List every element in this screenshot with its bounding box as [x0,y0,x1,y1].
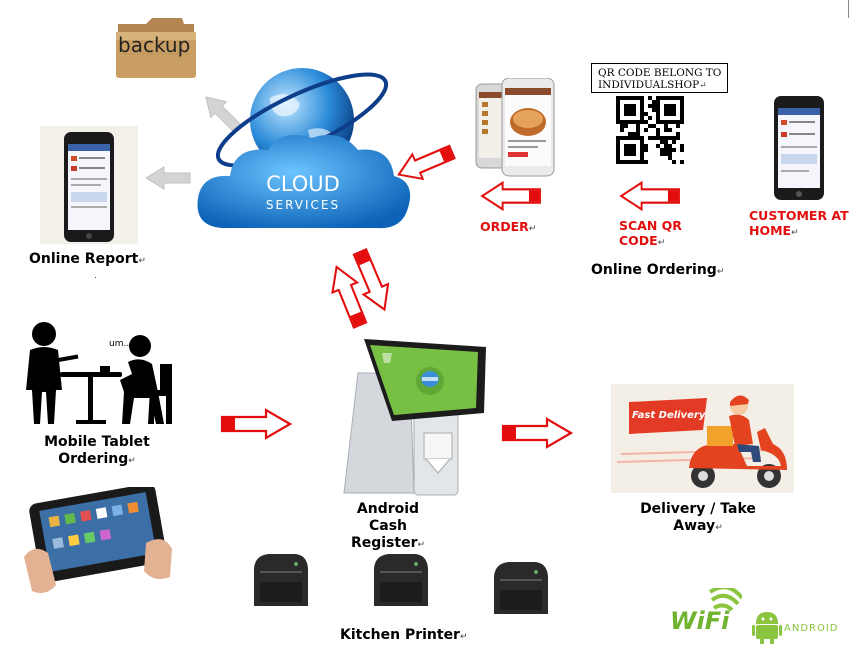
qr-note-box: QR CODE BELONG TO INDIVIDUALSHOP↵ [591,63,728,93]
arrow-customer-to-scan [620,181,681,211]
fast-delivery-text: Fast Delivery [632,410,706,421]
backup-label: backup [118,33,191,57]
android-logo-icon [752,612,782,644]
corner-line [848,0,849,18]
cloud-label-line1: CLOUD [266,172,340,196]
dot-mark: . [94,271,97,281]
arrow-register-to-delivery [501,417,573,449]
arrow-cloud-to-report [145,166,191,190]
speech-text: um... [109,339,133,349]
online-ordering-label: Online Ordering↵ [591,262,725,278]
online-report-phone-icon [40,126,138,244]
cloud-services-icon [197,68,411,229]
delivery-scooter-icon [611,384,794,493]
wifi-text: WiFi [670,607,730,635]
android-text: ANDROID [784,623,839,634]
tablet-icon [24,487,172,593]
receipt-printer-icon [374,554,428,606]
order-phones-icon [475,78,555,177]
wifi-logo-icon [708,588,742,612]
online-report-label: Online Report↵ [29,251,146,267]
customer-phone-icon [774,96,824,200]
arrow-mobile-to-register [220,408,292,440]
folder-icon [116,18,196,78]
people-at-table-icon [26,322,172,424]
arrow-scan-to-order [481,181,542,211]
order-label: ORDER↵ [480,219,537,234]
cloud-label-line2: SERVICES [265,198,341,212]
receipt-printer-icon [254,554,308,606]
receipt-printer-icon [494,562,548,614]
kitchen-printer-label: Kitchen Printer↵ [340,627,468,643]
qr-code-icon [616,96,684,164]
pos-register-icon [343,339,486,496]
